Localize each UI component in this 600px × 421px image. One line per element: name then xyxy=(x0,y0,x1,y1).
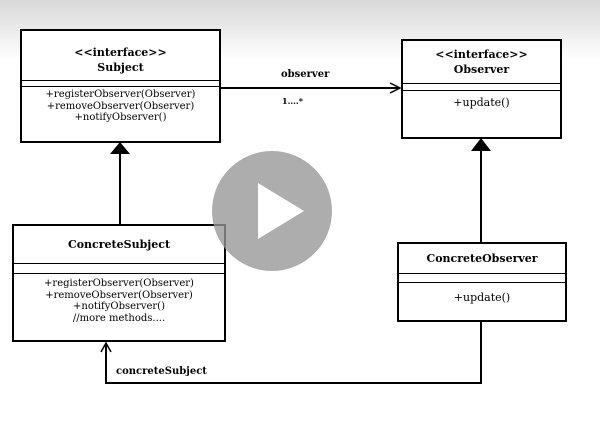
concrete-observer-method: +update() xyxy=(453,291,511,304)
observer-separator-2 xyxy=(403,90,560,91)
subject-method: +notifyObserver() xyxy=(74,112,167,123)
subject-stereotype: <<interface>> xyxy=(74,46,167,59)
concrete-subject-class-name: ConcreteSubject xyxy=(67,238,171,251)
subject-method: +removeObserver(Observer) xyxy=(46,100,195,112)
concrete-subject-method: +notifyObserver() xyxy=(73,301,165,312)
observer-methods: +update() xyxy=(403,91,560,109)
concrete-observer-box: ConcreteObserver +update() xyxy=(397,242,567,322)
concrete-subject-method: //more methods.... xyxy=(72,312,166,324)
observer-stereotype: <<interface>> xyxy=(435,48,528,61)
subject-interface-box: <<interface>> Subject +registerObserver(… xyxy=(20,29,221,143)
observer-realization-arrowhead xyxy=(471,138,491,151)
concrete-observer-class-name: ConcreteObserver xyxy=(426,252,538,265)
concrete-subject-methods: +registerObserver(Observer) +removeObser… xyxy=(14,274,224,324)
observer-class-name: Observer xyxy=(453,63,510,76)
subject-separator-2 xyxy=(22,86,219,87)
concrete-observer-separator-2 xyxy=(399,282,565,283)
observer-method: +update() xyxy=(453,96,510,109)
concrete-subject-method: +removeObserver(Observer) xyxy=(45,289,193,301)
concrete-subject-separator-1 xyxy=(14,263,224,264)
concrete-subject-association-line xyxy=(105,322,482,384)
subject-separator-1 xyxy=(22,80,219,81)
observer-separator-1 xyxy=(403,83,560,84)
concrete-observer-methods: +update() xyxy=(399,283,565,304)
concrete-observer-separator-1 xyxy=(399,273,565,274)
subject-realization-arrowhead xyxy=(110,142,130,154)
concrete-subject-association-arrowhead xyxy=(100,341,112,353)
play-icon[interactable] xyxy=(258,183,304,239)
concrete-subject-box: ConcreteSubject +registerObserver(Observ… xyxy=(12,224,226,342)
concrete-subject-separator-2 xyxy=(14,273,224,274)
subject-class-name: Subject xyxy=(97,61,144,74)
observer-association-label: observer xyxy=(281,69,330,80)
concrete-subject-association-label: concreteSubject xyxy=(116,366,207,377)
video-play-button[interactable] xyxy=(212,151,332,271)
observer-association-arrowhead xyxy=(389,82,402,94)
subject-method: +registerObserver(Observer) xyxy=(45,89,196,100)
subject-methods: +registerObserver(Observer) +removeObser… xyxy=(22,87,219,124)
observer-multiplicity-label: 1....* xyxy=(282,96,303,106)
concrete-subject-method: +registerObserver(Observer) xyxy=(44,278,194,289)
observer-interface-box: <<interface>> Observer +update() xyxy=(401,39,562,139)
